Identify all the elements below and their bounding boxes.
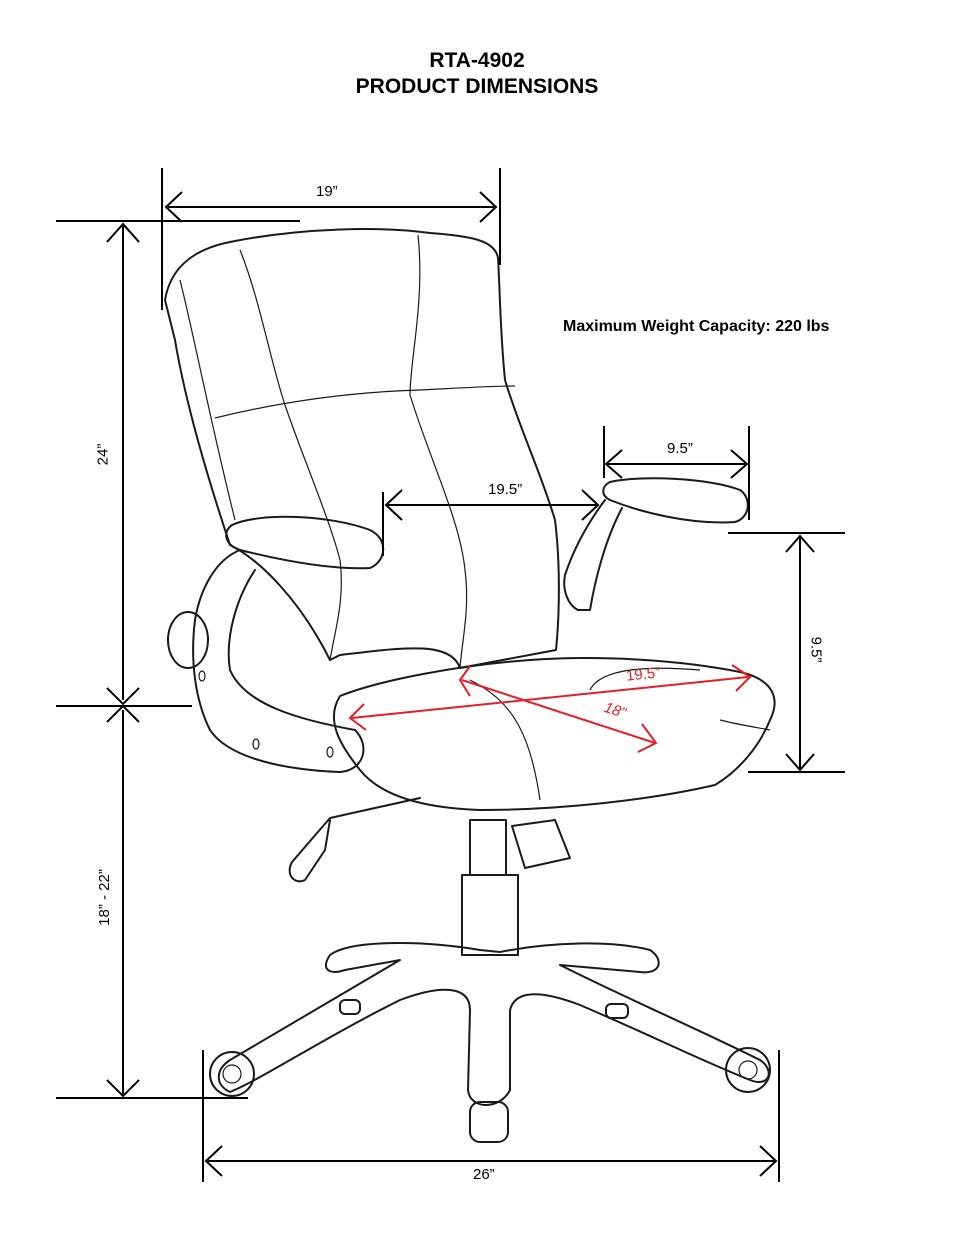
seat-dimension-lines	[348, 664, 752, 753]
back-width-label: 19”	[316, 183, 338, 200]
left-arm-knob	[167, 611, 209, 669]
seat-width-label: 19.5”	[625, 664, 661, 685]
backrest	[164, 228, 560, 669]
seat-height-label: 18” - 22”	[95, 869, 113, 926]
tilt-lever	[288, 797, 421, 883]
caster-right	[725, 1047, 771, 1093]
max-weight-note: Maximum Weight Capacity: 220 lbs	[563, 318, 830, 335]
gas-cylinder	[469, 819, 507, 876]
chair-illustration	[164, 228, 776, 1143]
base-width-label: 26”	[473, 1166, 495, 1183]
seat-cushion	[332, 657, 776, 811]
dimension-lines	[56, 168, 845, 1182]
caster-back-right	[605, 1003, 629, 1019]
right-armrest-pad	[602, 477, 749, 524]
caster-back-left	[339, 999, 361, 1015]
inner-width-label: 19.5”	[488, 481, 523, 498]
page-subtitle: PRODUCT DIMENSIONS	[355, 75, 599, 98]
cylinder-sleeve	[461, 874, 519, 956]
height-paddle	[511, 819, 571, 869]
left-armrest-pad	[225, 515, 385, 570]
model-title: RTA-4902	[429, 49, 525, 72]
arm-height-label: 9.5”	[807, 636, 825, 663]
caster-front	[469, 1101, 509, 1143]
right-arm-support	[563, 499, 623, 611]
arm-width-label: 9.5”	[667, 440, 693, 457]
star-base	[217, 942, 770, 1106]
left-arm-support	[192, 549, 365, 773]
back-height-label: 24”	[94, 443, 112, 466]
caster-left	[209, 1051, 255, 1097]
